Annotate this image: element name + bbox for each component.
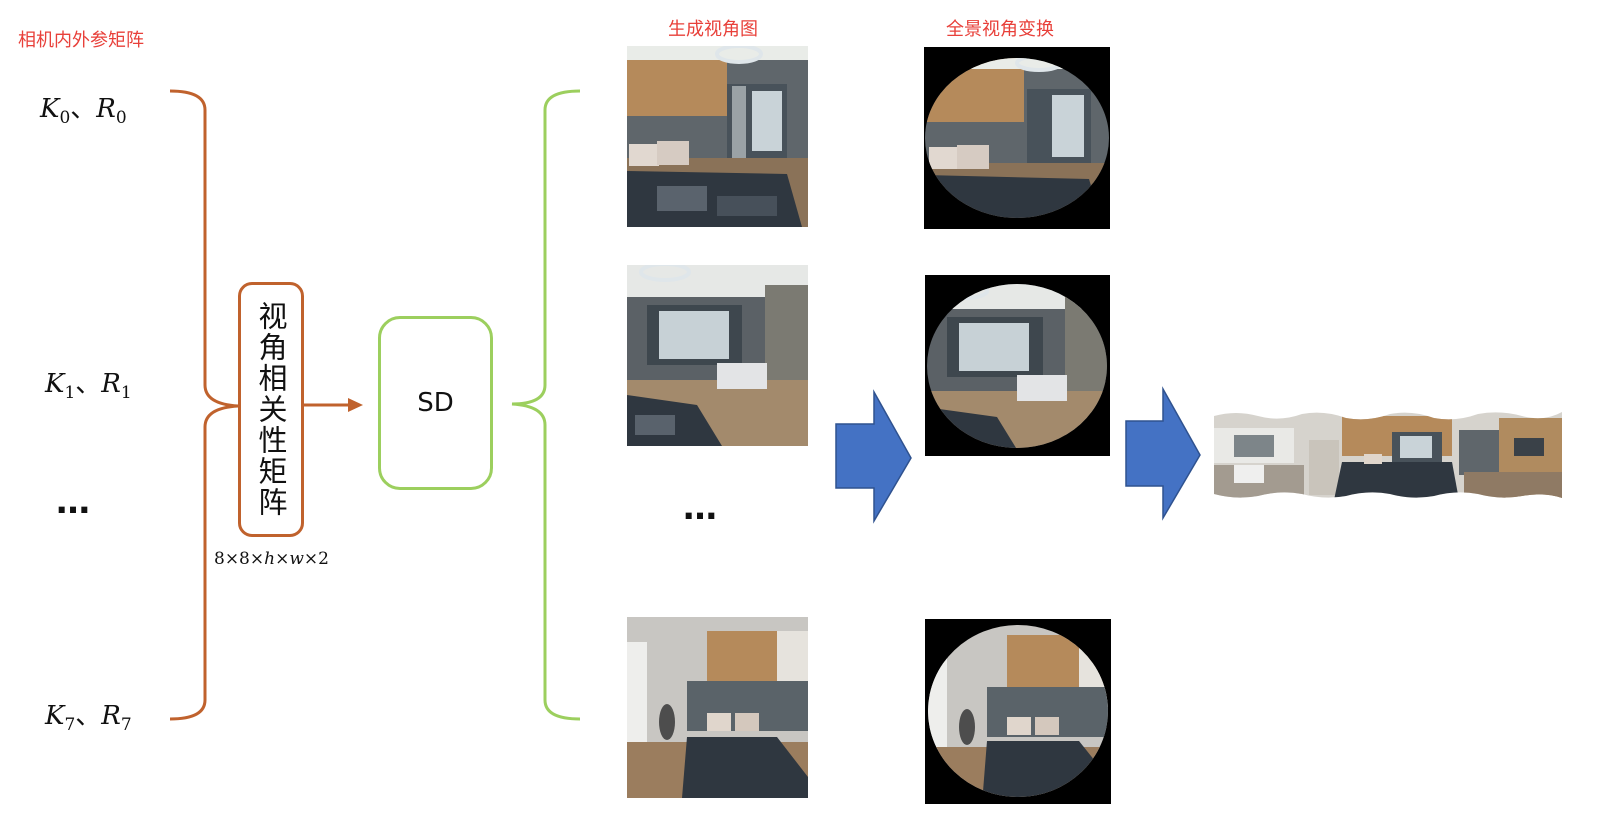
sd-label: SD [417, 388, 454, 418]
generated-view-1-image [627, 265, 808, 446]
camera-matrix-0: K0、R0 [40, 94, 127, 128]
bedroom-photo-icon [627, 265, 808, 446]
generated-view-0-image [627, 46, 808, 227]
view-correlation-matrix-box: 视角相关性矩阵 [238, 282, 304, 537]
camera-params-label: 相机内外参矩阵 [18, 30, 144, 51]
fisheye-bedroom-photo-icon [925, 58, 1109, 218]
green-brace [511, 89, 581, 721]
fisheye-view-7-image [925, 619, 1111, 804]
fisheye-view-0-image [924, 47, 1110, 229]
camera-ellipsis: … [56, 482, 95, 522]
orange-brace [169, 89, 239, 721]
generated-view-7-image [627, 617, 808, 798]
camera-matrix-7: K7、R7 [45, 701, 132, 735]
bedroom-photo-icon [627, 46, 808, 227]
panorama-image [1214, 410, 1562, 500]
panorama-strip-icon [1214, 412, 1562, 498]
correlation-matrix-dims: 8×8×h×w×2 [214, 549, 329, 569]
big-right-arrow-1 [835, 389, 912, 524]
generated-views-label: 生成视角图 [668, 19, 758, 40]
generated-views-ellipsis: … [683, 488, 722, 528]
panorama-transform-label: 全景视角变换 [946, 19, 1054, 40]
view-correlation-matrix-text: 视角相关性矩阵 [254, 301, 288, 518]
big-right-arrow-2 [1125, 386, 1201, 521]
fisheye-bedroom-photo-icon [927, 284, 1107, 448]
correlation-to-sd-arrowhead [348, 398, 363, 412]
sd-box: SD [378, 316, 493, 490]
camera-matrix-1: K1、R1 [45, 369, 132, 403]
fisheye-bedroom-photo-icon [928, 625, 1108, 797]
fisheye-view-1-image [925, 275, 1110, 456]
bedroom-photo-icon [627, 617, 808, 798]
